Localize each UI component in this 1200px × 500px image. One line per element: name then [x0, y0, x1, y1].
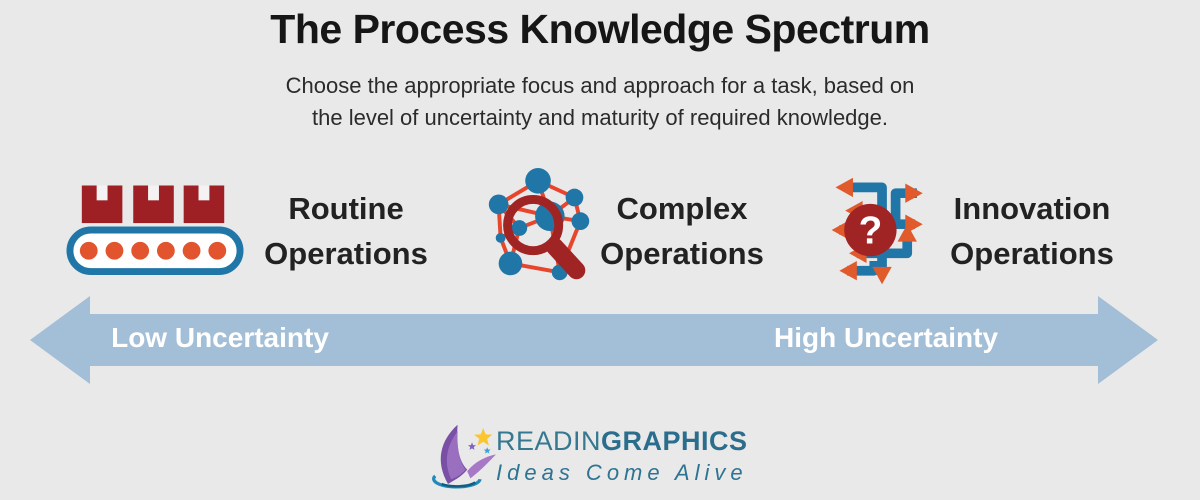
conveyor-belt-icon — [66, 185, 244, 275]
logo-swirl — [432, 474, 482, 489]
belt-rollers — [79, 241, 227, 260]
logo-stars — [468, 428, 493, 454]
question-mark: ? — [859, 210, 883, 253]
network-magnifier-icon — [488, 167, 590, 281]
belt — [66, 226, 244, 275]
routine-label-line2: Operations — [264, 236, 428, 271]
routine-label-line1: Routine — [288, 191, 404, 226]
page-title: The Process Knowledge Spectrum — [270, 6, 930, 52]
readinggraphics-logo-text: READINGRAPHICS Ideas Come Alive — [496, 426, 748, 486]
innovation-label-line2: Operations — [950, 236, 1114, 271]
subtitle: Choose the appropriate focus and approac… — [0, 70, 1200, 134]
subtitle-line-1: Choose the appropriate focus and approac… — [285, 73, 915, 98]
question-circle — [844, 203, 897, 257]
logo-tagline: Ideas Come Alive — [496, 460, 748, 485]
high-uncertainty-label: High Uncertainty — [773, 322, 999, 353]
low-uncertainty-label: Low Uncertainty — [111, 322, 329, 353]
complex-label-line2: Operations — [600, 236, 764, 271]
complex-operations-label: Complex Operations — [582, 186, 782, 276]
logo-name-bold: GRAPHICS — [601, 426, 748, 456]
innovation-label-line1: Innovation — [953, 191, 1111, 226]
routine-operations-label: Routine Operations — [246, 186, 446, 276]
maze-question-icon: ? — [831, 177, 923, 285]
magnifier — [503, 195, 586, 280]
logo-name: READINGRAPHICS — [496, 426, 747, 457]
complex-label-line1: Complex — [616, 191, 748, 226]
boxes — [81, 185, 225, 224]
readinggraphics-logo-icon — [432, 424, 496, 489]
uncertainty-axis-arrow — [30, 296, 1158, 384]
logo-name-regular: READIN — [496, 426, 602, 456]
logo-book-wings — [440, 424, 496, 484]
innovation-operations-label: Innovation Operations — [932, 186, 1132, 276]
subtitle-line-2: the level of uncertainty and maturity of… — [312, 105, 888, 130]
